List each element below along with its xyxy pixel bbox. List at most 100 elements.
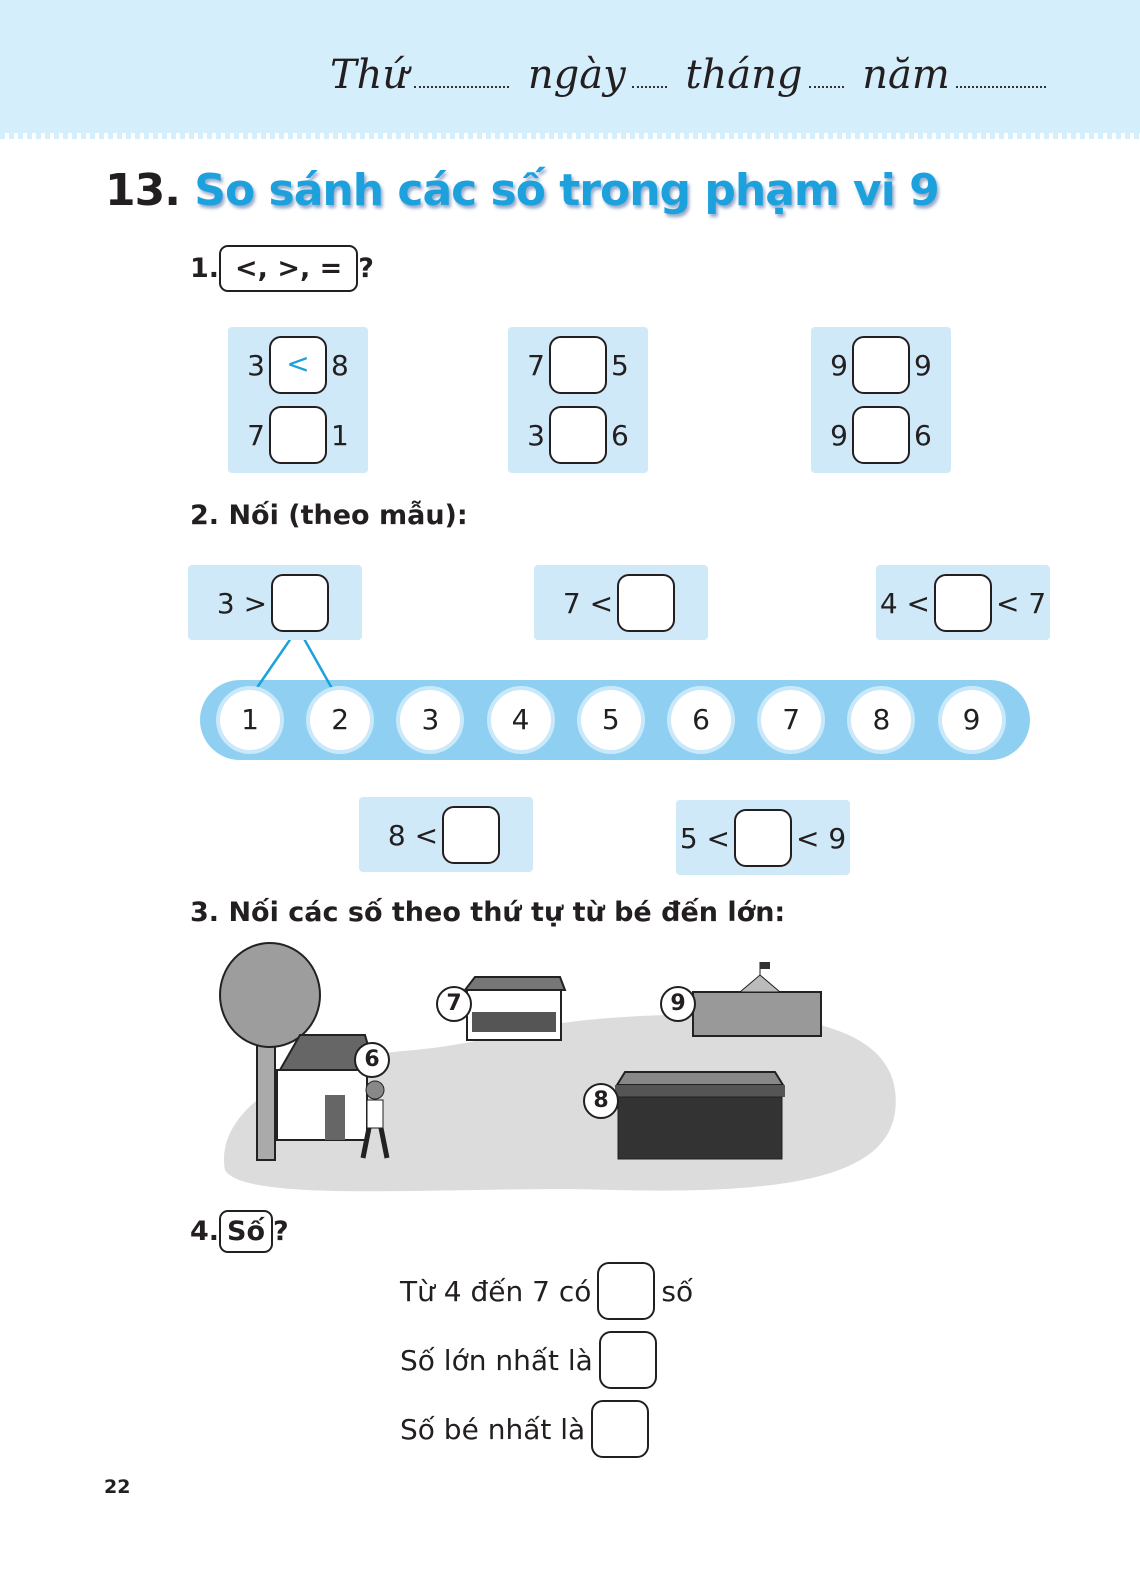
shop-icon	[462, 976, 567, 1041]
year-label: năm	[862, 52, 950, 98]
number-circle[interactable]: 3	[400, 690, 461, 750]
line-suffix: số	[661, 1274, 694, 1308]
exercise-label: Nối các số theo thứ tự từ bé đến lớn:	[228, 897, 786, 928]
match-expression: 7 <	[534, 565, 708, 640]
boy-icon	[360, 1080, 390, 1159]
left-number: 3	[527, 418, 545, 452]
page-number: 22	[104, 1476, 131, 1498]
expression-suffix: < 9	[796, 821, 847, 855]
number-circle[interactable]: 5	[580, 690, 641, 750]
expression-row: 7 <	[534, 573, 708, 633]
exercise-number: 3.	[190, 897, 220, 928]
left-number: 7	[527, 348, 545, 382]
left-number: 9	[830, 348, 848, 382]
month-blank[interactable]	[808, 86, 844, 88]
number-circle[interactable]: 4	[490, 690, 551, 750]
exercise-2-heading: 2. Nối (theo mẫu):	[190, 500, 468, 531]
right-number: 9	[914, 348, 932, 382]
lesson-title: 13. So sánh các số trong phạm vi 9	[105, 165, 940, 216]
answer-box[interactable]	[852, 406, 910, 464]
right-number: 6	[914, 418, 932, 452]
answer-box[interactable]	[549, 406, 607, 464]
answer-box[interactable]	[617, 574, 676, 632]
answer-box[interactable]	[549, 336, 607, 394]
right-number: 6	[611, 418, 629, 452]
year-blank[interactable]	[955, 86, 1046, 88]
exercise-4-heading: 4.Số?	[190, 1210, 289, 1253]
expression-row: 4 < < 7	[876, 573, 1050, 633]
exercise-number: 4.	[190, 1216, 220, 1247]
house-icon	[276, 1034, 377, 1141]
expression-prefix: 7 <	[562, 586, 614, 620]
expression-prefix: 4 <	[879, 586, 930, 620]
right-number: 8	[331, 348, 349, 382]
date-label: ngày	[527, 52, 626, 98]
number-circle[interactable]: 7	[761, 690, 822, 750]
left-number: 7	[247, 418, 265, 452]
exercise-3-heading: 3. Nối các số theo thứ tự từ bé đến lớn:	[190, 897, 785, 928]
number-circle[interactable]: 8	[851, 690, 912, 750]
month-label: tháng	[685, 52, 803, 98]
answer-box[interactable]	[734, 809, 792, 867]
date-blank[interactable]	[631, 86, 667, 88]
answer-box[interactable]	[597, 1262, 656, 1320]
bookstore-icon	[615, 1071, 785, 1160]
date-header-band	[0, 0, 1140, 139]
line-text: Số lớn nhất là	[400, 1343, 593, 1377]
town-illustration	[219, 942, 896, 1192]
match-expression: 3 >	[188, 565, 362, 640]
answer-box[interactable]	[442, 806, 501, 864]
answer-box[interactable]	[934, 574, 992, 632]
count-line: Từ 4 đến 7 có số	[400, 1262, 693, 1320]
expression-prefix: 8 <	[387, 818, 439, 852]
right-number: 5	[611, 348, 629, 382]
answer-box[interactable]	[271, 574, 330, 632]
comparison-group: 3<8 7 1	[228, 327, 368, 473]
number-tag-9: 9	[660, 986, 696, 1022]
tree-icon	[219, 942, 321, 1161]
match-expression: 4 < < 7	[876, 565, 1050, 640]
answer-box[interactable]	[598, 1331, 657, 1389]
answer-box[interactable]	[269, 406, 327, 464]
expression-prefix: 5 <	[679, 821, 730, 855]
exercise-1-heading: 1.<, >, =?	[190, 245, 374, 292]
answer-box[interactable]: <	[269, 336, 327, 394]
number-tag-8: 8	[583, 1083, 619, 1119]
expression-prefix: 3 >	[216, 586, 268, 620]
line-text: Từ 4 đến 7 có	[400, 1274, 592, 1308]
expression-row: 8 <	[359, 805, 533, 865]
expression-row: 5 < < 9	[676, 808, 850, 868]
number-circle[interactable]: 1	[220, 690, 280, 750]
operator-badge: <, >, =	[219, 245, 359, 292]
exercise-number: 1.	[190, 253, 220, 284]
number-tag-6: 6	[354, 1042, 390, 1078]
match-expression: 5 < < 9	[676, 800, 850, 875]
expression-row: 3 >	[188, 573, 362, 633]
expression-suffix: < 7	[996, 586, 1047, 620]
right-number: 1	[331, 418, 349, 452]
answer-box[interactable]	[852, 336, 910, 394]
answer-box[interactable]	[591, 1400, 650, 1458]
left-number: 9	[830, 418, 848, 452]
number-tag-7: 7	[436, 986, 472, 1022]
day-blank[interactable]	[414, 86, 510, 88]
question-mark: ?	[273, 1216, 289, 1247]
left-number: 3	[247, 348, 265, 382]
exercise-number: 2.	[190, 500, 220, 531]
school-icon	[692, 962, 822, 1037]
number-circle[interactable]: 6	[671, 690, 731, 750]
number-circle[interactable]: 9	[941, 690, 1002, 750]
lesson-title-text: So sánh các số trong phạm vi 9	[194, 165, 939, 216]
smallest-line: Số bé nhất là	[400, 1400, 655, 1458]
number-circle[interactable]: 2	[310, 690, 371, 750]
number-badge: Số	[219, 1210, 274, 1253]
largest-line: Số lớn nhất là	[400, 1331, 663, 1389]
comparison-row: 3<8	[228, 335, 368, 395]
date-line: Thứ ngày tháng năm	[330, 52, 1052, 98]
